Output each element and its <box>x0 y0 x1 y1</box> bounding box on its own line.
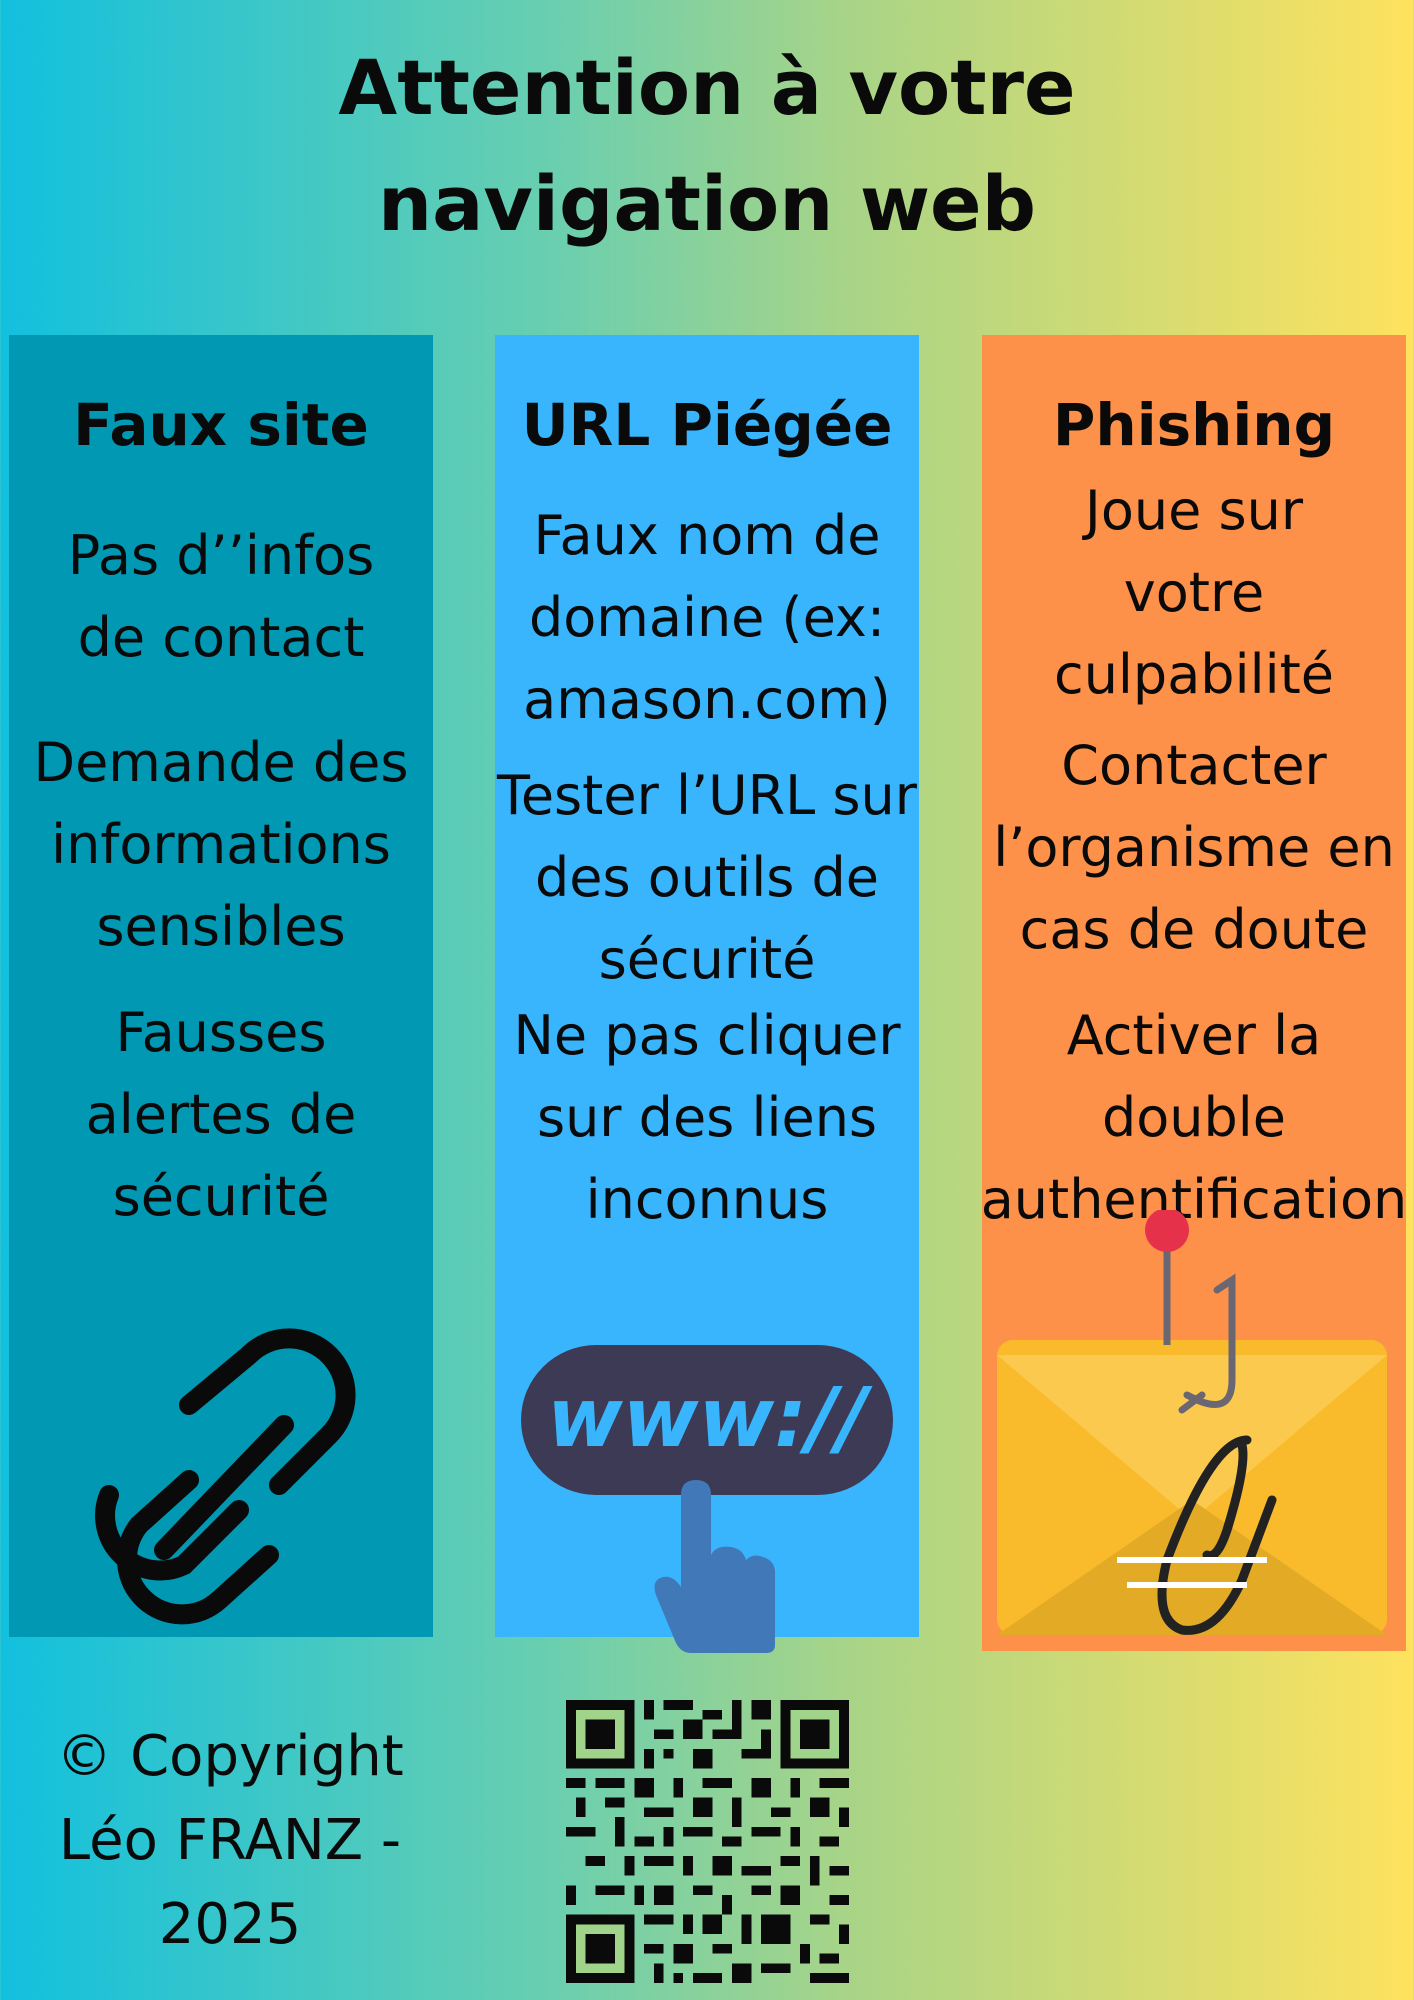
list-item: Demande des informations sensibles <box>33 731 409 958</box>
column-phishing: Phishing Joue sur votre culpabilité Cont… <box>981 335 1407 1651</box>
page-title: Attention à votre navigation web <box>338 43 1076 248</box>
column-url-piegee: URL Piégée Faux nom de domaine (ex: amas… <box>495 335 919 1653</box>
copyright-text: © Copyright Léo FRANZ - 2025 <box>56 1724 404 1957</box>
list-item: Fausses alertes de sécurité <box>85 1001 357 1228</box>
column-title: URL Piégée <box>521 391 893 459</box>
url-click-icon: www:// <box>521 1345 893 1655</box>
qr-code-icon <box>566 1700 849 1983</box>
list-item: Ne pas cliquer sur des liens inconnus <box>513 1004 901 1231</box>
url-icon-text: www:// <box>547 1371 867 1466</box>
list-item: Pas d’’infos de contact <box>67 524 375 669</box>
phishing-envelope-icon <box>997 1210 1387 1635</box>
list-item: Joue sur votre culpabilité <box>1054 479 1334 706</box>
list-item: Faux nom de domaine (ex: amason.com) <box>523 504 891 731</box>
column-title: Faux site <box>73 391 369 459</box>
list-item: Activer la double authentification <box>980 1004 1408 1231</box>
link-icon <box>95 1328 356 1625</box>
list-item: Tester l’URL sur des outils de sécurité <box>497 764 917 991</box>
column-faux-site: Faux site Pas d’’infos de contact Demand… <box>9 335 433 1637</box>
list-item: Contacter l’organisme en cas de doute <box>993 734 1395 961</box>
column-title: Phishing <box>1052 391 1336 459</box>
